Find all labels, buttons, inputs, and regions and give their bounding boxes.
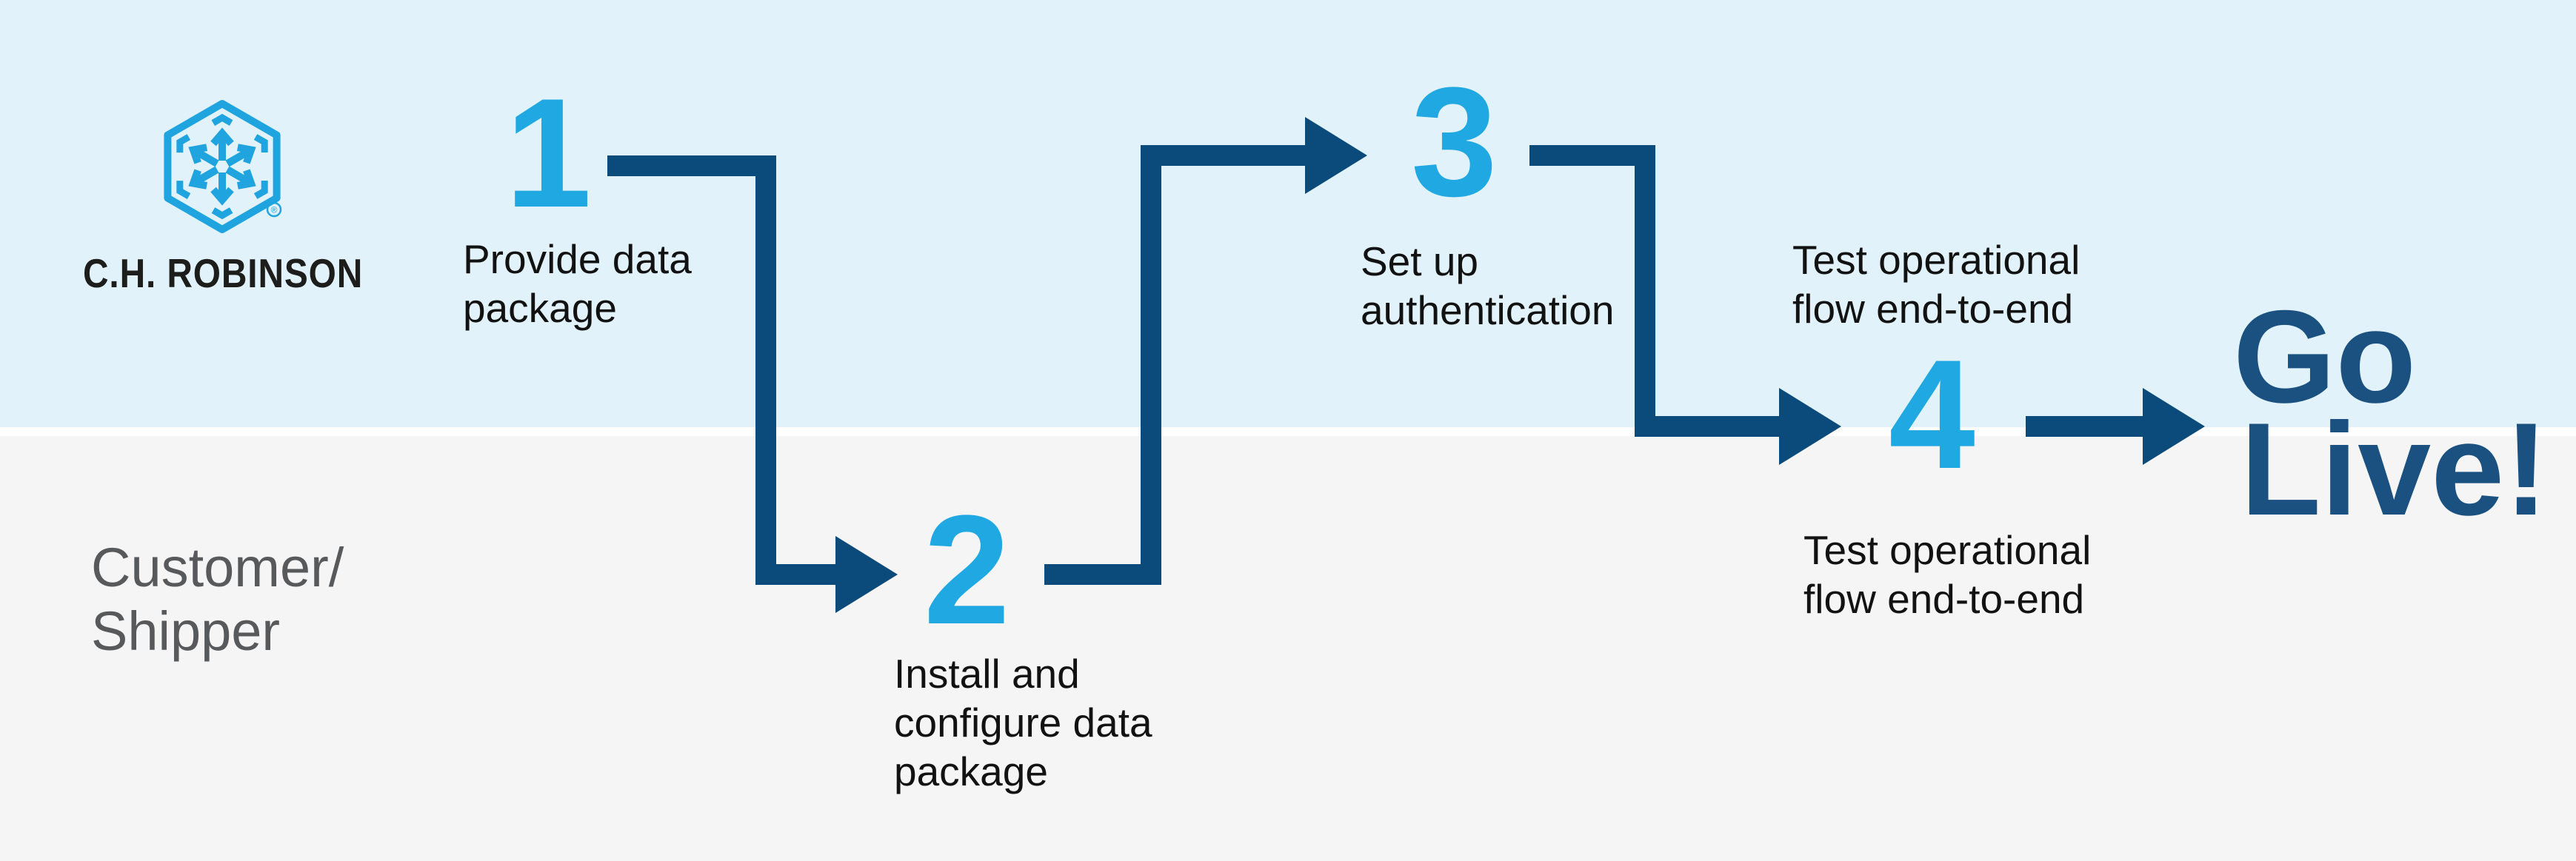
connector-1-2-segment-horizontal-top [607, 155, 776, 176]
registered-mark: ® [271, 205, 278, 215]
step-1-label-line1: Provide data [463, 236, 692, 282]
step-2-label: Install and configure data package [894, 649, 1152, 796]
connector-4-golive-arrowhead-icon [2143, 388, 2205, 465]
connector-3-4-segment-horizontal-bottom [1635, 416, 1783, 437]
lane-customer-background [0, 436, 2576, 861]
connector-2-3-arrowhead-icon [1305, 117, 1367, 194]
step-1-number: 1 [505, 66, 592, 240]
step-3-number: 3 [1411, 55, 1498, 229]
lane-divider [0, 427, 2576, 436]
step-4-label-top-line1: Test operational [1792, 237, 2081, 283]
step-2-label-line3: package [894, 748, 1048, 794]
connector-4-golive-segment-horizontal [2026, 416, 2146, 437]
go-live-line1: Go [2233, 283, 2417, 430]
step-2-number: 2 [924, 483, 1010, 657]
step-4-number: 4 [1889, 327, 1975, 501]
step-1-label-line2: package [463, 285, 617, 331]
connector-1-2-arrowhead-icon [835, 536, 898, 613]
connector-1-2-segment-horizontal-bottom [755, 564, 838, 585]
step-4-label-bottom-line2: flow end-to-end [1803, 576, 2085, 622]
step-2-label-line1: Install and [894, 651, 1080, 697]
step-3-label: Set up authentication [1361, 237, 1615, 335]
lane-label-customer-shipper: Customer/ Shipper [91, 536, 344, 663]
step-4-label-top: Test operational flow end-to-end [1792, 235, 2080, 333]
lane-label-line2: Shipper [91, 600, 281, 662]
step-3-label-line2: authentication [1361, 287, 1615, 333]
step-2-label-line2: configure data [894, 700, 1152, 746]
connector-2-3-segment-horizontal-top [1141, 145, 1308, 166]
lane-label-line1: Customer/ [91, 537, 344, 598]
connector-3-4-arrowhead-icon [1779, 388, 1841, 465]
connector-3-4-segment-vertical [1635, 145, 1655, 437]
step-4-label-bottom: Test operational flow end-to-end [1803, 526, 2091, 623]
chrobinson-wordmark: C.H. ROBINSON [83, 250, 364, 296]
lane-chrobinson-background [0, 0, 2576, 427]
step-4-label-top-line2: flow end-to-end [1792, 286, 2074, 332]
connector-1-2-segment-vertical [755, 155, 776, 585]
connector-3-4-segment-horizontal-top [1529, 145, 1655, 166]
step-1-label: Provide data package [463, 235, 692, 332]
step-4-label-bottom-line1: Test operational [1803, 527, 2092, 573]
connector-2-3-segment-vertical [1141, 145, 1161, 585]
chrobinson-logo-icon: ® [164, 100, 282, 233]
step-3-label-line1: Set up [1361, 238, 1479, 284]
go-live-line2: Live! [2240, 395, 2549, 543]
